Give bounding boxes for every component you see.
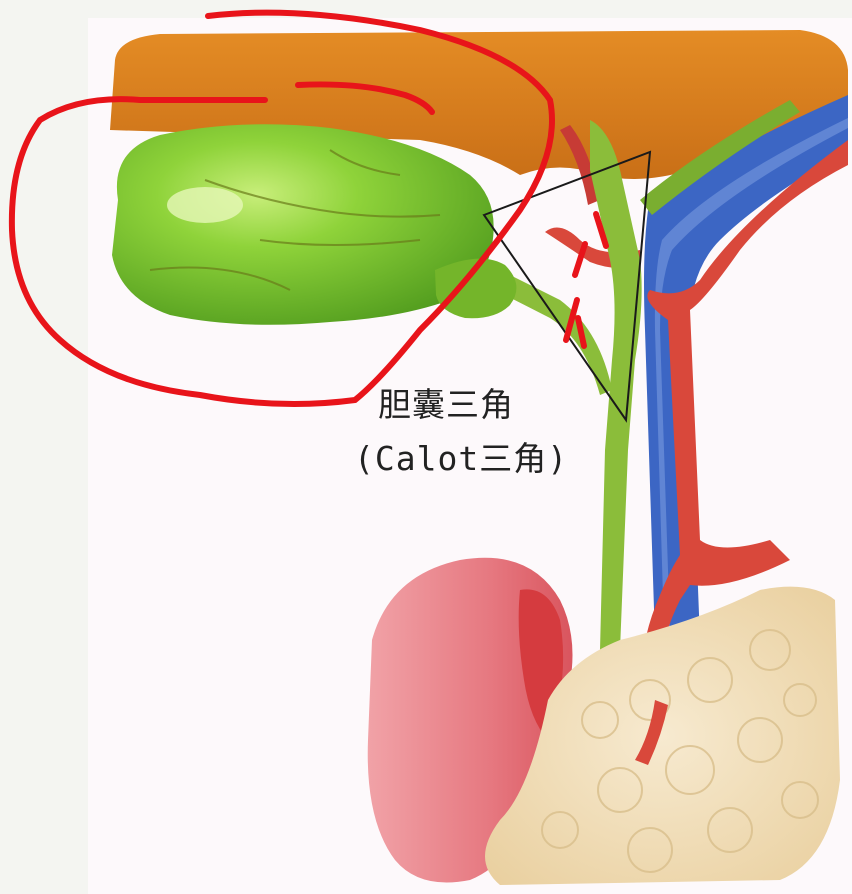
gallbladder-highlight — [167, 187, 243, 223]
calot-triangle-label: 胆囊三角 — [378, 378, 514, 426]
calot-triangle-sublabel: (Calot三角) — [354, 432, 568, 480]
